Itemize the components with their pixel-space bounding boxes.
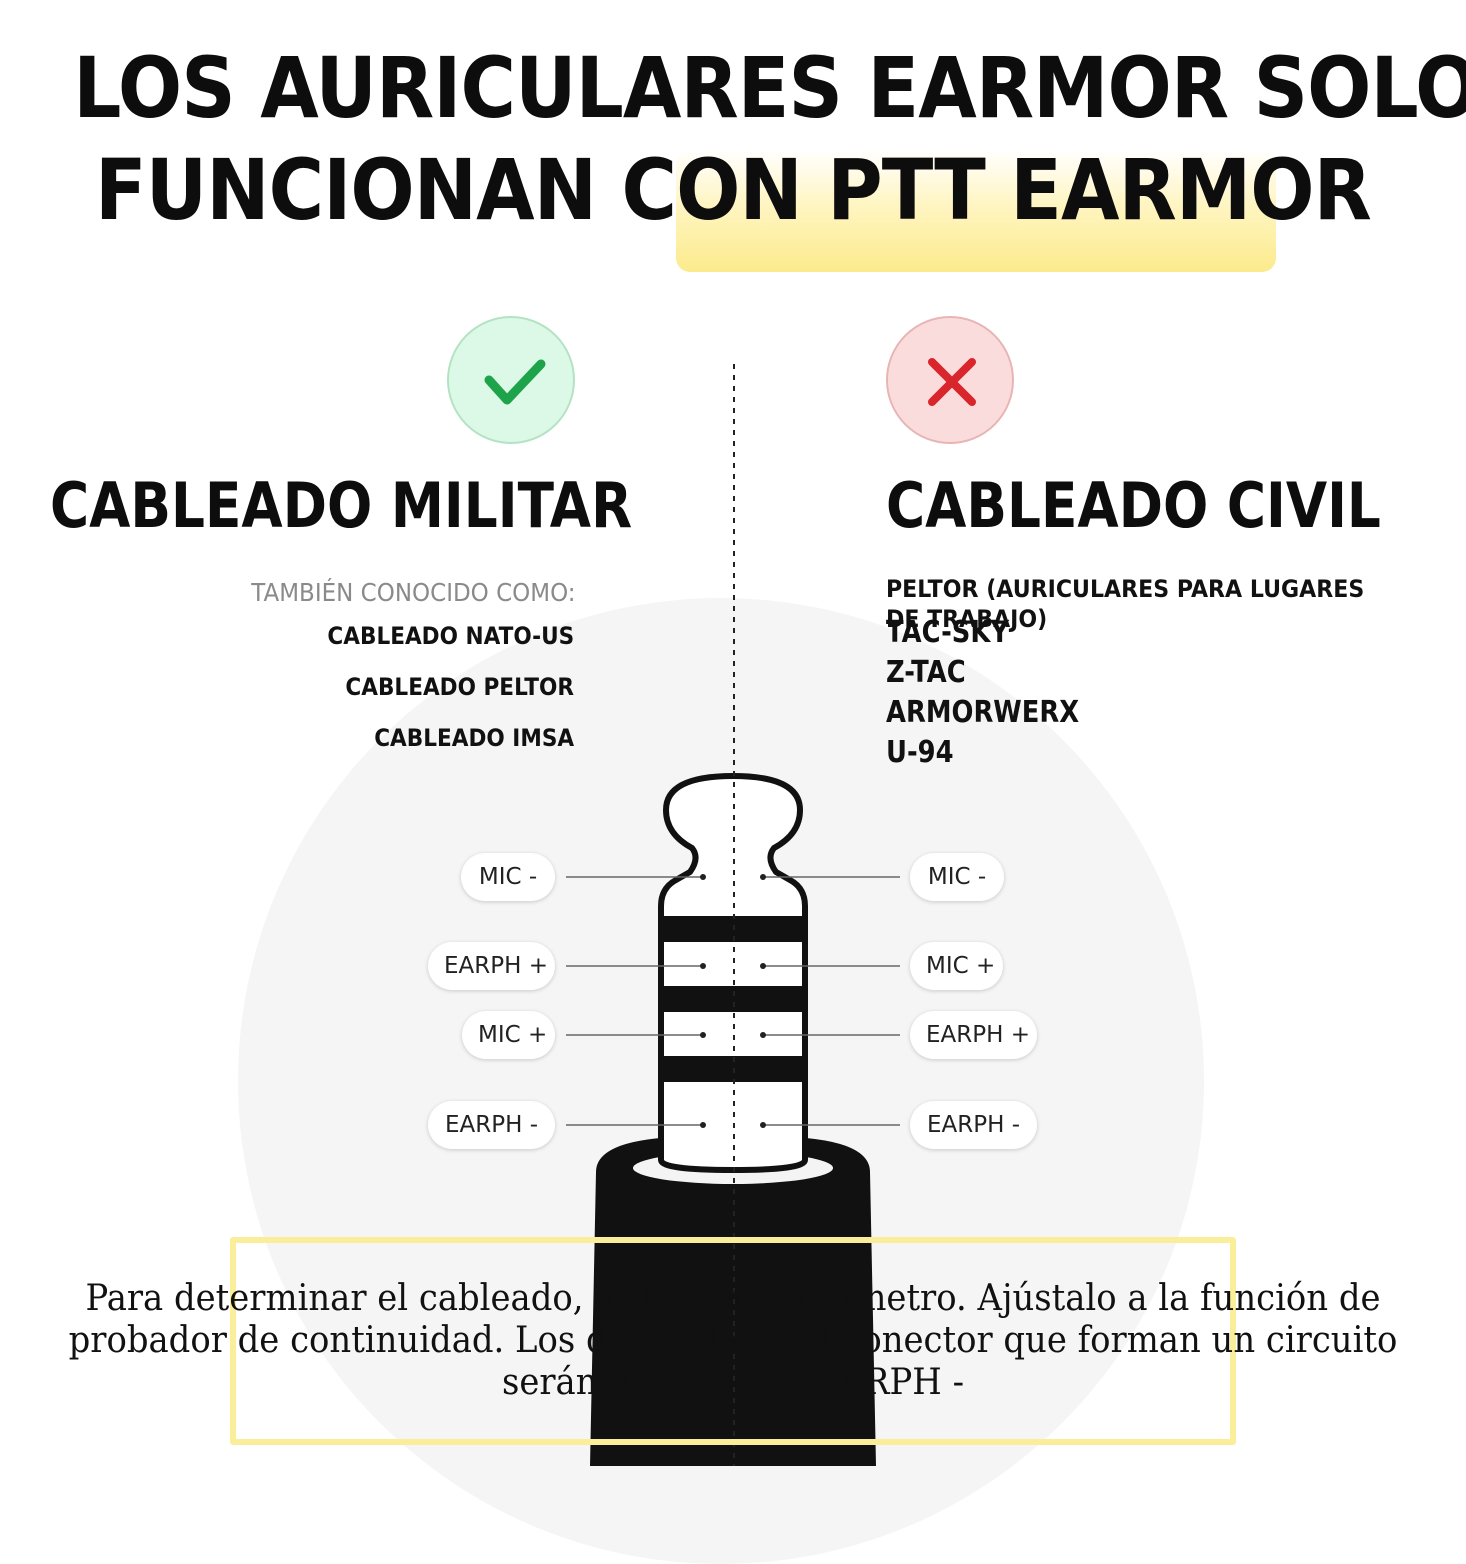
- cross-icon: [928, 358, 976, 406]
- note-text: Para determinar el cableado, utiliza un …: [0, 1278, 1466, 1404]
- military-pin-label: MIC +: [462, 1011, 555, 1059]
- check-icon: [484, 359, 546, 405]
- military-list-item: CABLEADO NATO-US: [327, 622, 574, 650]
- military-pin-label: EARPH +: [428, 942, 555, 990]
- check-badge: [447, 316, 575, 444]
- cross-badge: [886, 316, 1014, 444]
- title-line-2: FUNCIONAN CON PTT EARMOR: [95, 141, 1372, 239]
- connector-ring: [658, 986, 808, 1012]
- military-list-item: CABLEADO IMSA: [374, 724, 574, 752]
- military-list-item: CABLEADO PELTOR: [345, 673, 574, 701]
- pin-dots: [700, 874, 766, 1128]
- left-leader-lines: [566, 876, 703, 1126]
- civil-list-item: ARMORWERX: [886, 695, 1080, 730]
- civil-list-item: Z-TAC: [886, 655, 966, 690]
- aka-label: TAMBIÉN CONOCIDO COMO:: [251, 578, 576, 607]
- note-line-1: Para determinar el cableado, utiliza un …: [85, 1278, 1381, 1319]
- right-leader-lines: [763, 876, 900, 1126]
- civil-pin-label: MIC -: [910, 853, 1004, 901]
- civil-pin-label: EARPH -: [910, 1101, 1037, 1149]
- military-pin-label: MIC -: [461, 853, 555, 901]
- civil-list-item: TAC-SKY: [886, 615, 1010, 650]
- civil-list-item: U-94: [886, 735, 954, 770]
- note-line-2: probador de continuidad. Los dos anillos…: [68, 1320, 1398, 1361]
- title-line-1: LOS AURICULARES EARMOR SOLO: [73, 39, 1466, 137]
- civil-list-item: PELTOR (AURICULARES PARA LUGARES DE TRAB…: [886, 575, 1365, 633]
- military-pin-label: EARPH -: [428, 1101, 555, 1149]
- civil-pin-label: MIC +: [910, 942, 1003, 990]
- title-highlight: [676, 150, 1276, 272]
- trrs-connector-diagram: [566, 364, 900, 1466]
- military-heading: CABLEADO MILITAR: [50, 469, 633, 542]
- civil-heading: CABLEADO CIVIL: [886, 469, 1381, 542]
- note-line-3: serán EARPH + y EARPH -: [501, 1362, 965, 1403]
- note-box: [230, 1237, 1236, 1445]
- civil-pin-label: EARPH +: [910, 1011, 1037, 1059]
